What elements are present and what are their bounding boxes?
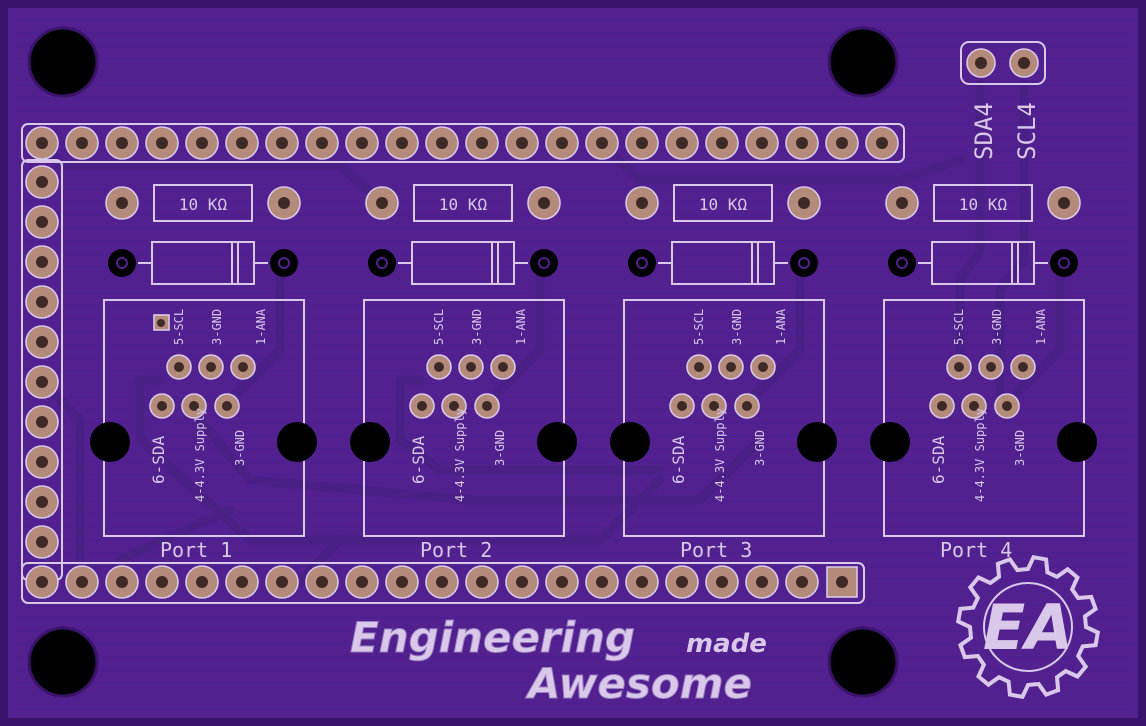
top-pin-label: 1-ANA: [1034, 308, 1048, 345]
connector-mount-hole: [610, 422, 650, 462]
connector-outline: [103, 299, 305, 537]
connector-mount-hole: [797, 422, 837, 462]
bottom-pin-label: 6-SDA: [149, 435, 168, 484]
port-group: 10 KΩ 5-SCL 3-GND 1-ANA 6-SDA 4-4.3V Supply 3-…: [90, 184, 1097, 562]
port-name-label: Port 1: [160, 538, 232, 562]
connector-mount-hole: [1057, 422, 1097, 462]
top-pin-label: 5-SCL: [172, 309, 186, 345]
mounting-hole-bottom-right: [827, 626, 899, 698]
port-name-label: Port 2: [420, 538, 492, 562]
top-pin-label: 3-GND: [470, 309, 484, 345]
resistor-value-label: 10 KΩ: [439, 195, 488, 214]
mounting-hole-top-left: [27, 26, 99, 98]
top-pin-label: 5-SCL: [432, 309, 446, 345]
port-3: 10 KΩ 5-SCL 3-GND 1-ANA 6-SDA 4-4.3V Supply 3-…: [610, 184, 837, 562]
connector-mount-hole: [90, 422, 130, 462]
bottom-pin-label: 3-GND: [1013, 430, 1027, 466]
bottom-pin-label: 3-GND: [753, 430, 767, 466]
top-pin-label: 3-GND: [730, 309, 744, 345]
bottom-pin-label: 6-SDA: [669, 435, 688, 484]
resistor-value-label: 10 KΩ: [959, 195, 1008, 214]
logo: Engineering made Awesome: [350, 613, 767, 709]
port-name-label: Port 4: [940, 538, 1012, 562]
i2c-header: SDA4 SCL4: [960, 41, 1046, 160]
connector-mount-hole: [870, 422, 910, 462]
connector-outline: [883, 299, 1085, 537]
mounting-hole-top-right: [827, 26, 899, 98]
ea-gear-logo: EA: [955, 554, 1101, 700]
port-2: 10 KΩ 5-SCL 3-GND 1-ANA 6-SDA 4-4.3V Supply 3-…: [350, 184, 577, 562]
logo-engineering: Engineering: [350, 613, 635, 662]
connector-mount-hole: [277, 422, 317, 462]
bottom-pin-label: 6-SDA: [409, 435, 428, 484]
connector-mount-hole: [537, 422, 577, 462]
top-pin-label: 5-SCL: [952, 309, 966, 345]
top-pin-label: 3-GND: [990, 309, 1004, 345]
port-4: 10 KΩ 5-SCL 3-GND 1-ANA 6-SDA 4-4.3V Supply 3-…: [870, 184, 1097, 562]
top-pin-label: 1-ANA: [774, 308, 788, 345]
resistor-value-label: 10 KΩ: [179, 195, 228, 214]
bottom-pin-label: 3-GND: [233, 430, 247, 466]
ea-badge-text: EA: [983, 591, 1073, 664]
connector-outline: [363, 299, 565, 537]
sda4-label: SDA4: [970, 102, 998, 160]
top-pin-label: 5-SCL: [692, 309, 706, 345]
logo-made: made: [686, 629, 767, 659]
top-pin-label: 3-GND: [210, 309, 224, 345]
bottom-pin-label: 4-4.3V Supply: [713, 408, 727, 502]
mounting-holes: [27, 26, 899, 698]
top-pin-label: 1-ANA: [514, 308, 528, 345]
connector-mount-hole: [350, 422, 390, 462]
header-silkscreen: [21, 123, 905, 604]
scl4-label: SCL4: [1013, 102, 1041, 160]
gear-icon: [955, 554, 1101, 700]
arduino-header-pads: [25, 126, 899, 599]
bottom-pin-label: 4-4.3V Supply: [193, 408, 207, 502]
connector-outline: [623, 299, 825, 537]
bottom-pin-label: 4-4.3V Supply: [453, 408, 467, 502]
bottom-pin-label: 4-4.3V Supply: [973, 408, 987, 502]
bottom-pin-label: 6-SDA: [929, 435, 948, 484]
port-name-label: Port 3: [680, 538, 752, 562]
logo-awesome: Awesome: [525, 659, 752, 708]
mounting-hole-bottom-left: [27, 626, 99, 698]
bottom-pin-label: 3-GND: [493, 430, 507, 466]
top-pin-label: 1-ANA: [254, 308, 268, 345]
resistor-value-label: 10 KΩ: [699, 195, 748, 214]
port-1: 10 KΩ 5-SCL 3-GND 1-ANA 6-SDA 4-4.3V Supply 3-…: [90, 184, 317, 562]
